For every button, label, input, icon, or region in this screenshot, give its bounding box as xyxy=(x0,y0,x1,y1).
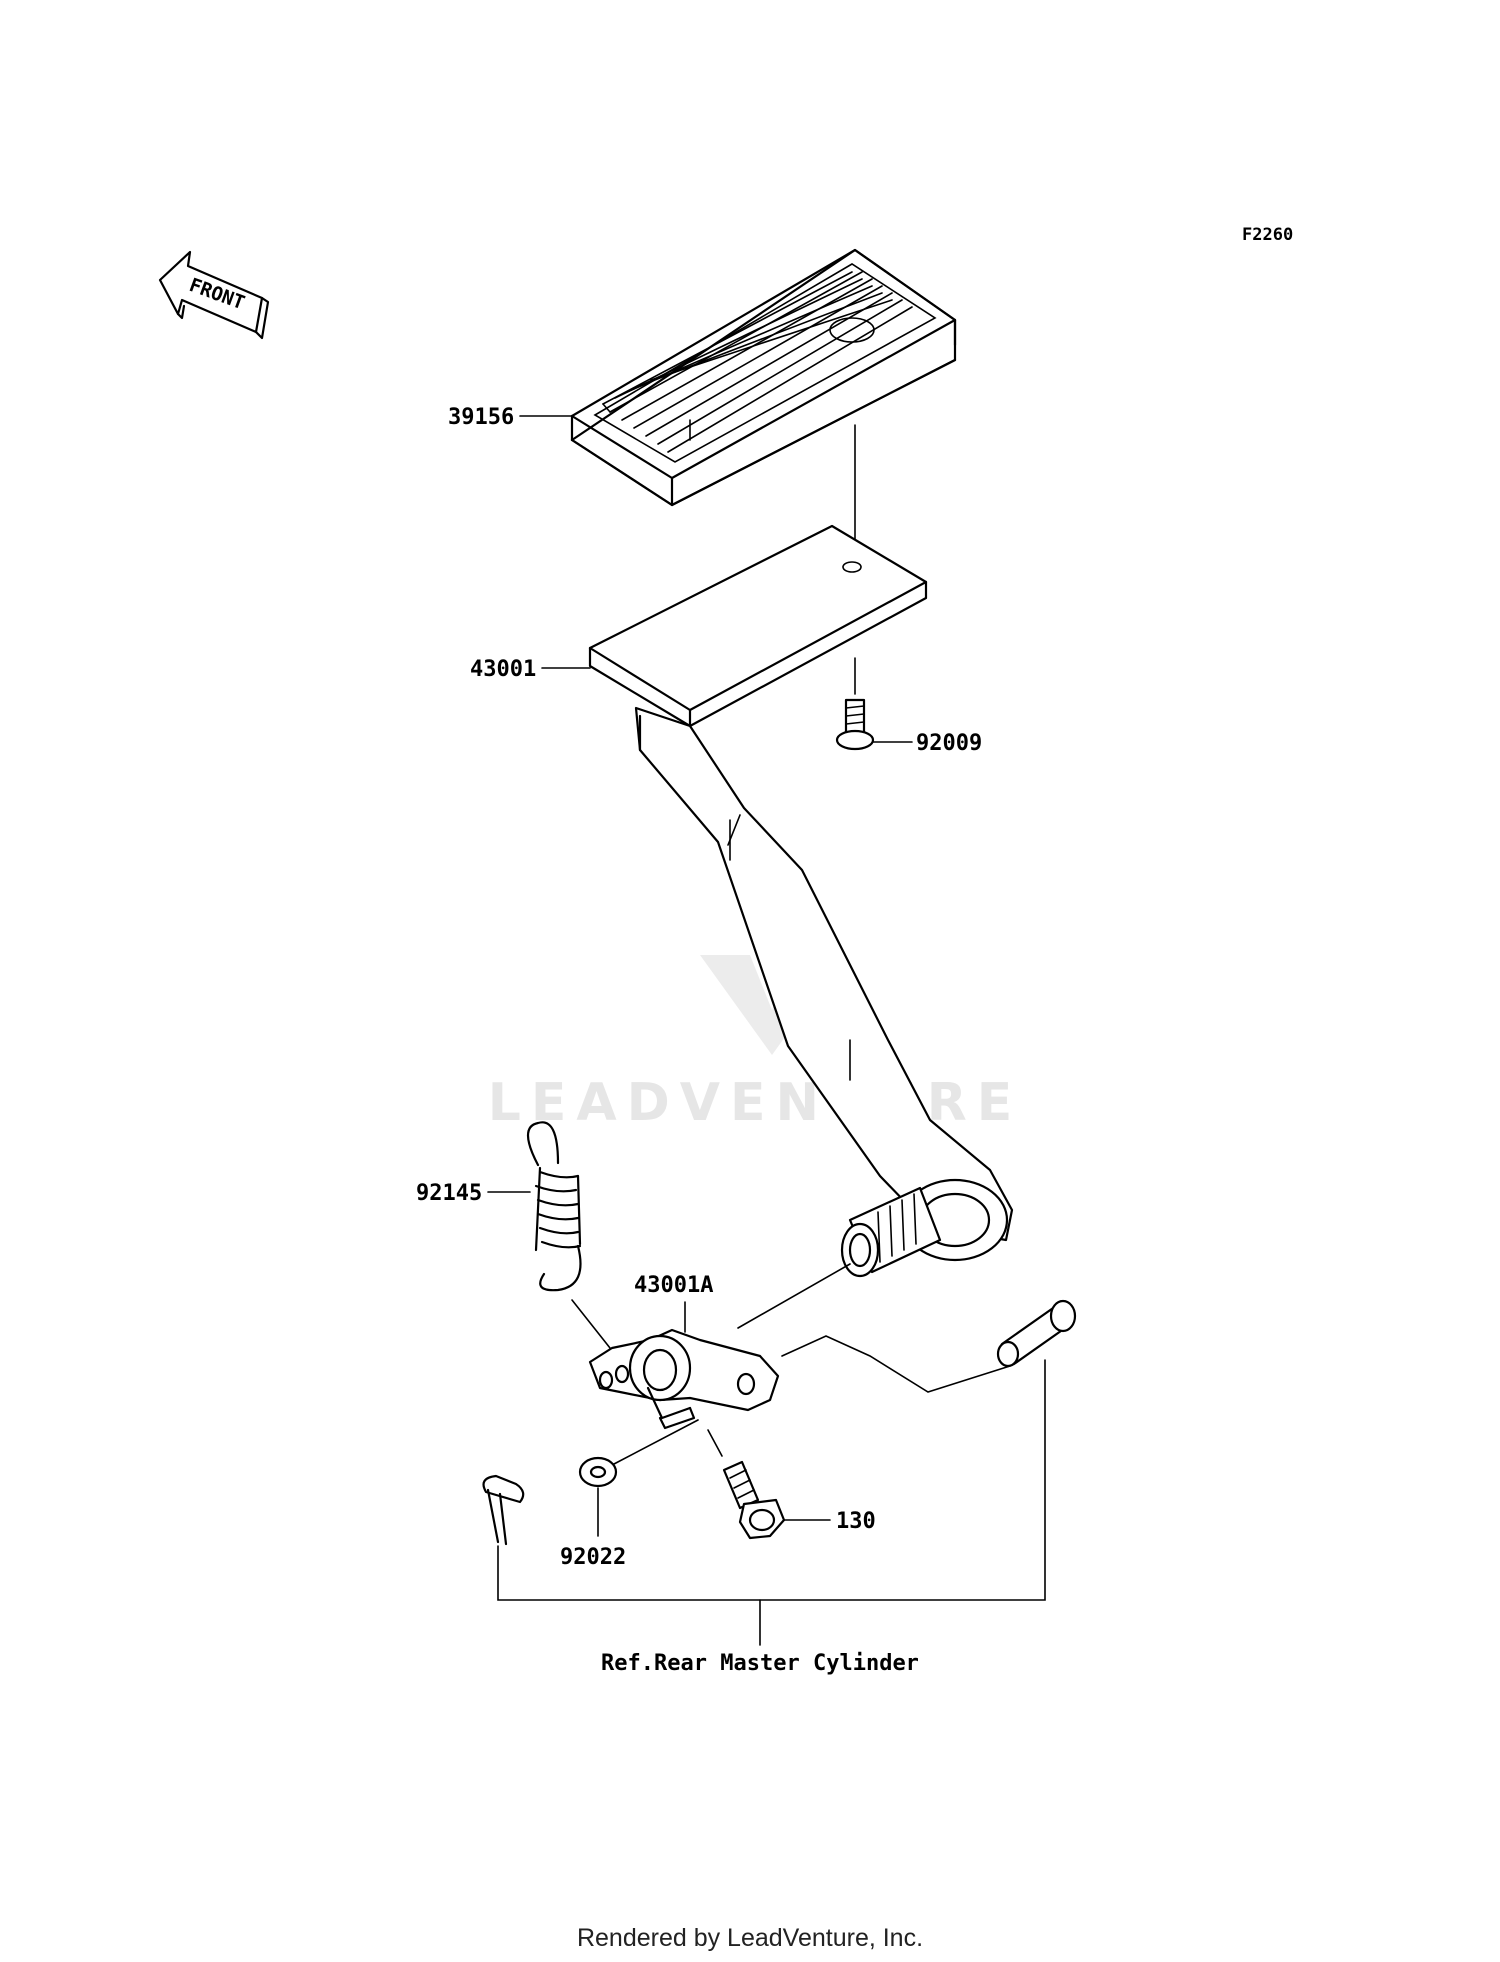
reference-note: Ref.Rear Master Cylinder xyxy=(601,1651,919,1676)
clevis-pin-drawing xyxy=(996,1299,1077,1368)
pad-screw-drawing xyxy=(835,657,875,751)
part-label-92009: 92009 xyxy=(916,731,982,756)
part-label-92145: 92145 xyxy=(416,1181,482,1206)
pad-ribs xyxy=(602,271,913,453)
part-label-130: 130 xyxy=(836,1509,876,1534)
part-label-43001A: 43001A xyxy=(634,1273,713,1298)
brake-pedal-drawing xyxy=(588,524,1014,1278)
brake-pedal-pad-drawing xyxy=(570,248,957,507)
figure-id: F2260 xyxy=(1242,225,1293,245)
reference-bracket xyxy=(497,1359,1046,1601)
front-arrow-icon: FRONT xyxy=(158,250,270,340)
flange-bolt-drawing xyxy=(707,1429,786,1540)
part-label-43001: 43001 xyxy=(470,657,536,682)
cotter-pin-drawing xyxy=(482,1474,525,1546)
alignment-line-pin xyxy=(781,1335,1011,1393)
pedal-lever-arm-drawing xyxy=(588,1328,780,1430)
watermark-text: LEADVENTURE xyxy=(488,1073,1023,1133)
part-label-39156: 39156 xyxy=(448,405,514,430)
washer-drawing xyxy=(578,1419,699,1488)
return-spring-drawing xyxy=(526,1121,611,1349)
part-label-92022: 92022 xyxy=(560,1545,626,1570)
footer-credit: Rendered by LeadVenture, Inc. xyxy=(577,1924,923,1952)
alignment-line-shaft xyxy=(737,1263,851,1329)
